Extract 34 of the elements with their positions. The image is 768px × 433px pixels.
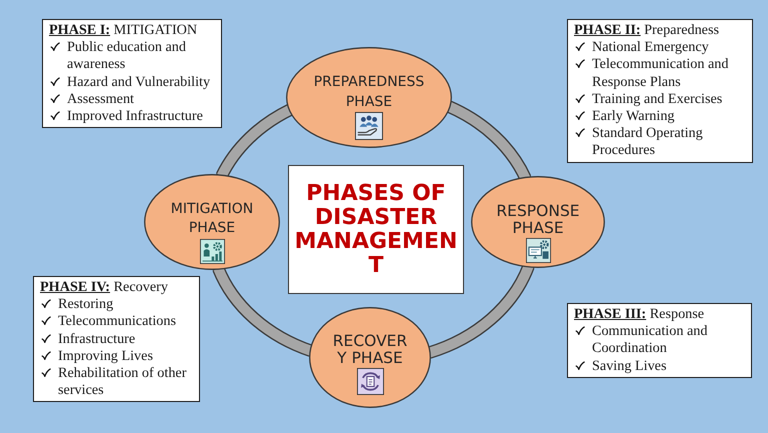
info-box (567, 303, 752, 378)
phase-label: PREPAREDNESS PHASE (312, 73, 426, 112)
title-text: PHASES OF DISASTER MANAGEMENT (294, 182, 458, 278)
list-item: Rehabilitation of other services (58, 365, 186, 398)
phase-ellipse (309, 307, 431, 408)
list-item: Saving Lives (592, 358, 666, 374)
list-item: Telecommunications (58, 313, 176, 330)
list-item: Training and Exercises (592, 90, 722, 107)
list-item: Communication and Coordination (592, 323, 708, 356)
phase-heading: PHASE IV: Recovery (40, 279, 169, 296)
title-box (288, 165, 464, 294)
list-item: Assessment (67, 90, 134, 107)
list-item: National Emergency (592, 39, 709, 56)
phase-label: RESPONSE PHASE (495, 203, 581, 237)
info-box (33, 276, 200, 402)
phase-heading: PHASE II: Preparedness (574, 22, 720, 40)
info-box (42, 19, 222, 128)
phase-ellipse (471, 176, 605, 268)
phase-label: MITIGATION PHASE (170, 200, 254, 238)
list-item: Early Warning (592, 108, 675, 124)
info-box (567, 19, 753, 163)
list-item: Infrastructure (58, 330, 136, 347)
list-item: Standard Operating Procedures (592, 125, 703, 158)
phase-ellipse (286, 47, 452, 148)
list-item: Public education and awareness (67, 39, 186, 72)
phase-label: RECOVERY PHASE (332, 333, 408, 367)
list-item: Restoring (58, 296, 114, 312)
phase-ellipse (144, 174, 280, 270)
list-item: Improving Lives (58, 348, 153, 364)
list-item: Improved Infrastructure (67, 108, 203, 124)
list-item: Telecommunication and Response Plans (592, 56, 728, 90)
phase-heading: PHASE I: MITIGATION (49, 22, 198, 40)
list-item: Hazard and Vulnerability (67, 74, 210, 90)
phase-heading: PHASE III: Response (574, 306, 706, 324)
